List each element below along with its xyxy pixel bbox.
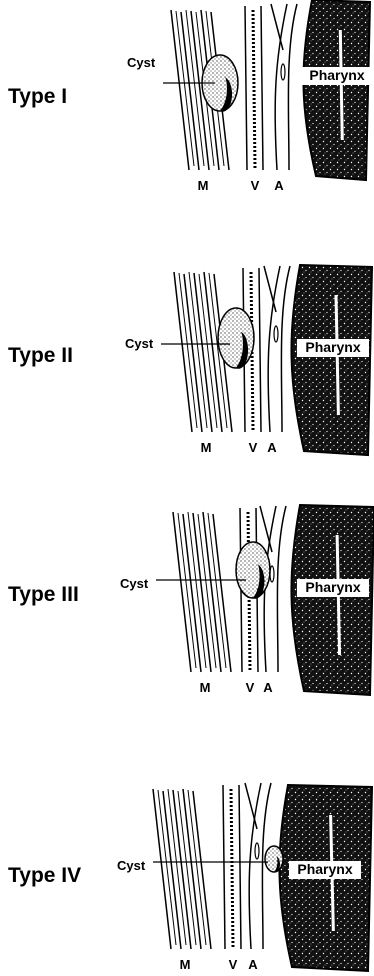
artery-label: A: [274, 178, 284, 193]
vein-wall: [261, 6, 263, 170]
muscle-fiber: [174, 272, 192, 432]
artery-branch: [271, 4, 283, 50]
artery-label: A: [263, 680, 273, 695]
type-label: Type II: [8, 344, 73, 367]
artery-branch: [264, 266, 276, 312]
muscle-fiber: [173, 790, 191, 949]
muscle-fiber: [173, 512, 191, 672]
muscle-label: M: [180, 957, 191, 972]
vein-wall: [245, 6, 247, 170]
muscle-fiber: [188, 790, 206, 945]
muscle-fiber: [183, 514, 201, 672]
artery-wall: [277, 506, 286, 672]
pharynx-wall: [303, 0, 370, 180]
vein-wall: [239, 785, 241, 949]
vein-wall: [223, 785, 225, 949]
muscle-fiber: [199, 274, 217, 428]
pharynx-wall: [291, 505, 374, 695]
pharynx-label: Pharynx: [309, 67, 364, 83]
muscle-fiber: [184, 274, 202, 432]
vein-label: V: [251, 178, 260, 193]
cyst-label: Cyst: [125, 336, 154, 351]
carotid-artery: [264, 266, 290, 432]
pharynx: Pharynx: [291, 265, 372, 455]
pharynx-wall: [291, 265, 372, 455]
muscle-fiber: [176, 11, 194, 166]
cyst: [236, 542, 270, 599]
muscle-fiber: [186, 10, 204, 166]
type-label: Type I: [8, 85, 67, 108]
vein-label: V: [249, 440, 258, 455]
cyst-body: [265, 846, 283, 872]
muscle-fiber: [178, 791, 196, 945]
muscle-fiber: [158, 790, 176, 945]
muscle-fiber: [203, 512, 221, 672]
cyst-label: Cyst: [120, 576, 149, 591]
muscle-fiber: [213, 514, 231, 672]
vein-center: [231, 789, 233, 947]
muscle-fiber: [208, 513, 226, 668]
cyst-label: Cyst: [117, 858, 146, 873]
artery-lumen: [255, 843, 259, 859]
cyst: [265, 846, 283, 872]
type-label: Type IV: [8, 864, 81, 887]
pharynx: Pharynx: [301, 0, 373, 180]
artery-wall: [281, 266, 290, 432]
artery-label: A: [267, 440, 277, 455]
vein-label: V: [246, 680, 255, 695]
vein-wall: [259, 268, 261, 432]
pharynx-label: Pharynx: [297, 861, 352, 877]
cyst-body: [218, 308, 254, 368]
pharynx: Pharynx: [279, 785, 372, 971]
vein-center: [253, 10, 255, 168]
muscle-label: M: [198, 178, 209, 193]
type-label: Type III: [8, 583, 79, 606]
muscle-fiber: [188, 512, 206, 668]
cyst-body: [236, 542, 270, 598]
muscle-fiber: [194, 273, 212, 432]
muscle-fiber: [163, 791, 181, 949]
artery-branch: [245, 783, 257, 829]
pharynx-label: Pharynx: [305, 339, 360, 355]
muscle-fiber: [193, 513, 211, 672]
muscle-fiber: [168, 789, 186, 945]
muscle-fiber: [153, 789, 171, 949]
artery-lumen: [274, 326, 278, 342]
muscle-fiber: [189, 272, 207, 428]
artery-label: A: [248, 957, 258, 972]
carotid-artery: [271, 4, 297, 170]
muscle-fiber: [181, 12, 199, 170]
sternocleidomastoid-muscle: [173, 512, 231, 672]
muscle-fiber: [183, 789, 201, 949]
muscle-fiber: [171, 10, 189, 170]
muscle-label: M: [201, 440, 212, 455]
internal-jugular-vein: [245, 6, 263, 170]
muscle-fiber: [178, 513, 196, 668]
muscle-fiber: [179, 273, 197, 428]
artery-lumen: [281, 64, 285, 80]
pharynx: Pharynx: [291, 505, 374, 695]
vein-label: V: [229, 957, 238, 972]
pharynx-label: Pharynx: [305, 579, 360, 595]
muscle-label: M: [200, 680, 211, 695]
sternocleidomastoid-muscle: [153, 789, 211, 949]
muscle-fiber: [198, 514, 216, 668]
artery-wall: [288, 4, 297, 170]
cyst: [218, 308, 254, 369]
muscle-fiber: [193, 791, 211, 949]
internal-jugular-vein: [223, 785, 241, 949]
cyst-label: Cyst: [127, 55, 156, 70]
